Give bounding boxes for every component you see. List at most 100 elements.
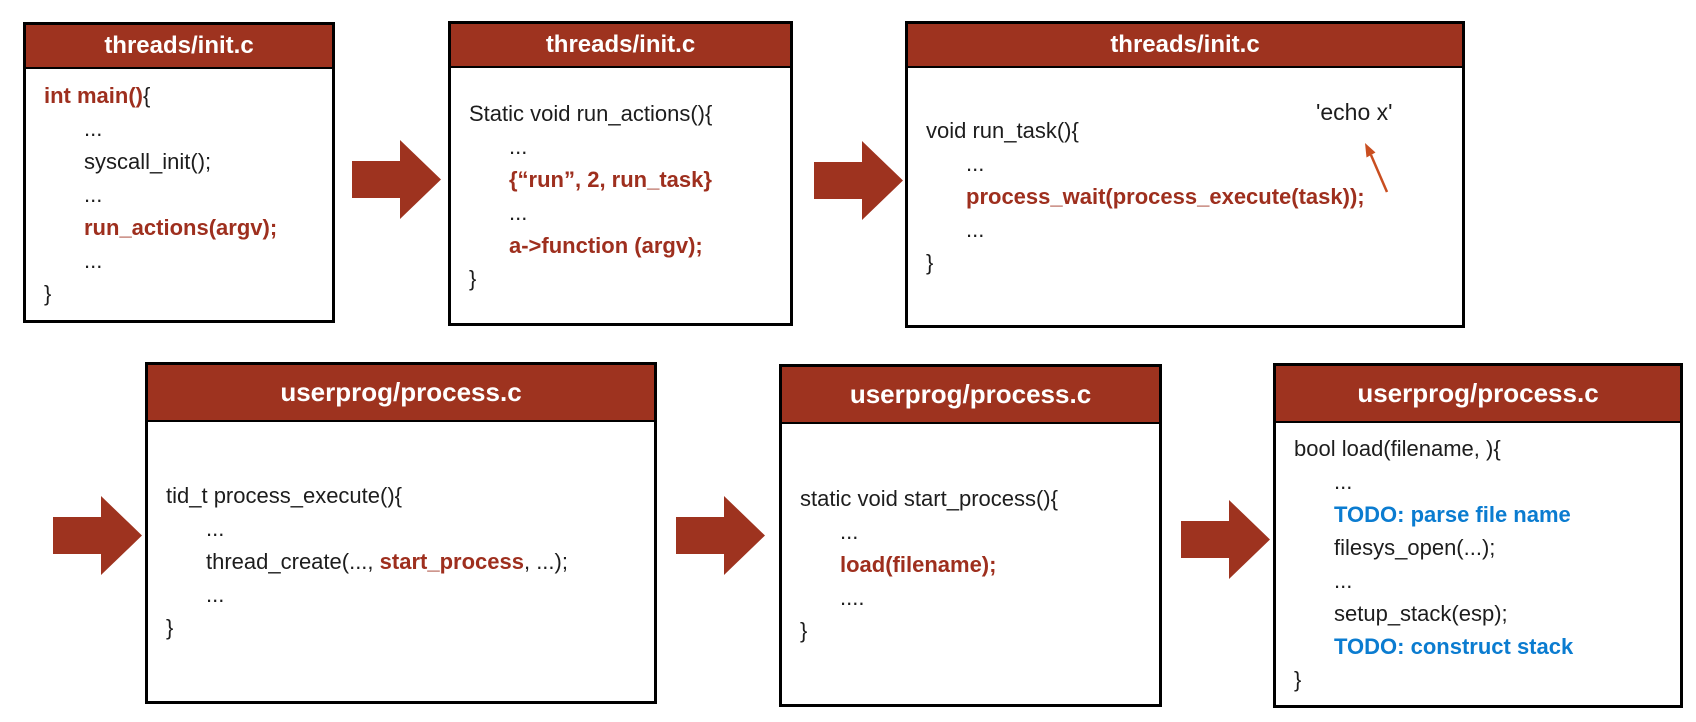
code-line: {“run”, 2, run_task}	[469, 163, 782, 196]
code-line: setup_stack(esp);	[1294, 597, 1672, 630]
code-line: bool load(filename, ){	[1294, 432, 1672, 465]
code-segment: start_process	[379, 549, 524, 574]
box-body: bool load(filename, ){... TODO: parse fil…	[1276, 423, 1680, 705]
code-line: void run_task(){	[926, 114, 1454, 147]
code-line: thread_create(..., start_process, ...);	[166, 545, 646, 578]
box-body: tid_t process_execute(){... thread_create…	[148, 422, 654, 701]
code-segment: }	[1294, 667, 1302, 692]
box-body: Static void run_actions(){... {“run”, 2, …	[451, 68, 790, 323]
box-load: userprog/process.c bool load(filename, )…	[1273, 363, 1683, 708]
code-line: TODO: parse file name	[1294, 498, 1672, 531]
code-segment: }	[44, 281, 52, 306]
box-title: userprog/process.c	[280, 377, 522, 407]
code-segment: {	[143, 83, 151, 108]
box-body: void run_task(){... process_wait(process_…	[908, 68, 1462, 325]
code-line: ...	[469, 196, 782, 229]
box-title: threads/init.c	[545, 31, 696, 58]
box-body: static void start_process(){... load(file…	[782, 424, 1159, 704]
code-segment: ...	[84, 182, 103, 207]
code-segment: int main()	[44, 83, 143, 108]
code-line: int main(){	[44, 79, 324, 112]
code-line: ...	[44, 178, 324, 211]
box-process-execute: userprog/process.c tid_t process_execute…	[145, 362, 657, 704]
code-line: ...	[166, 512, 646, 545]
code-line: filesys_open(...);	[1294, 531, 1672, 564]
code-segment: {“run”, 2, run_task}	[509, 166, 712, 192]
code-segment: , ...);	[523, 549, 568, 574]
box-title: threads/init.c	[104, 32, 254, 59]
code-segment: setup_stack(esp);	[1334, 601, 1508, 626]
code-line: ...	[166, 578, 646, 611]
code-segment: ...	[206, 516, 225, 541]
code-segment: Static void run_actions(){	[469, 100, 713, 126]
code-line: ....	[800, 581, 1151, 614]
code-segment: ....	[840, 584, 865, 610]
code-segment: ...	[966, 151, 985, 176]
code-segment: ...	[206, 582, 225, 607]
box-header: userprog/process.c	[782, 367, 1159, 424]
code-segment: void run_task(){	[926, 118, 1079, 143]
code-line: ...	[926, 213, 1454, 246]
code-segment: }	[926, 250, 934, 275]
code-segment: bool load(filename, ){	[1294, 436, 1501, 461]
code-line: ...	[44, 244, 324, 277]
code-segment: ...	[1334, 568, 1353, 593]
box-start-process: userprog/process.c static void start_pro…	[779, 364, 1162, 707]
code-segment: run_actions(argv);	[84, 215, 278, 240]
code-segment: thread_create(...,	[206, 549, 380, 574]
code-line: static void start_process(){	[800, 482, 1151, 515]
code-line: TODO: construct stack	[1294, 630, 1672, 663]
code-line: a->function (argv);	[469, 229, 782, 262]
code-line: }	[800, 614, 1151, 647]
code-segment: ...	[840, 518, 859, 544]
flow-arrow-right-icon	[676, 496, 765, 575]
code-line: ...	[1294, 465, 1672, 498]
code-segment: ...	[1334, 469, 1353, 494]
code-segment: }	[166, 615, 174, 640]
code-line: process_wait(process_execute(task));	[926, 180, 1454, 213]
code-segment: TODO: construct stack	[1334, 634, 1574, 659]
code-segment: syscall_init();	[84, 149, 212, 174]
code-line: ...	[800, 515, 1151, 548]
code-segment: }	[800, 617, 808, 643]
code-segment: ...	[509, 199, 528, 225]
box-title: threads/init.c	[1110, 31, 1260, 58]
code-segment: a->function (argv);	[509, 232, 703, 258]
code-line: }	[166, 611, 646, 644]
flow-arrow-right-icon	[1181, 500, 1270, 579]
code-segment: ...	[509, 133, 528, 159]
code-line: }	[926, 246, 1454, 279]
box-body: int main(){... syscall_init();... run_acti…	[26, 69, 332, 320]
flow-arrow-right-icon	[814, 141, 903, 220]
code-line: Static void run_actions(){	[469, 97, 782, 130]
code-segment: ...	[966, 217, 985, 242]
box-init-run-actions: threads/init.c Static void run_actions()…	[448, 21, 793, 326]
code-line: ...	[1294, 564, 1672, 597]
box-header: threads/init.c	[908, 24, 1462, 68]
code-segment: ...	[84, 116, 103, 141]
box-title: userprog/process.c	[1357, 378, 1599, 408]
code-line: }	[1294, 663, 1672, 696]
box-title: userprog/process.c	[849, 379, 1092, 409]
box-header: userprog/process.c	[148, 365, 654, 422]
flow-arrow-right-icon	[53, 496, 142, 575]
code-segment: load(filename);	[840, 551, 997, 577]
box-init-main: threads/init.c int main(){... syscall_ini…	[23, 22, 335, 323]
code-segment: process_wait(process_execute(task));	[966, 184, 1365, 209]
code-segment: static void start_process(){	[800, 485, 1058, 511]
echo-command-annotation: 'echo x'	[1316, 99, 1393, 125]
code-line: ...	[926, 147, 1454, 180]
box-init-run-task: threads/init.c void run_task(){... proces…	[905, 21, 1465, 328]
code-line: ...	[469, 130, 782, 163]
box-header: userprog/process.c	[1276, 366, 1680, 423]
annotation-pointer-arrow-icon	[1365, 143, 1389, 193]
code-line: tid_t process_execute(){	[166, 479, 646, 512]
code-segment: tid_t process_execute(){	[166, 483, 403, 508]
code-segment: ...	[84, 248, 103, 273]
code-line: }	[469, 262, 782, 295]
code-segment: }	[469, 265, 477, 291]
code-line: }	[44, 277, 324, 310]
code-line: load(filename);	[800, 548, 1151, 581]
code-line: run_actions(argv);	[44, 211, 324, 244]
code-segment: TODO: parse file name	[1334, 502, 1571, 527]
